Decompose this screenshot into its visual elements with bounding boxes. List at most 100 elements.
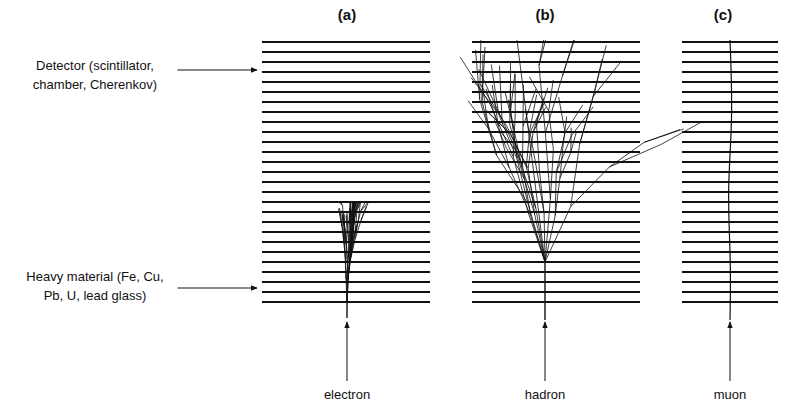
plate-line [262,91,430,93]
track-line [580,96,594,144]
plate-line [472,81,640,83]
plate-line [262,111,430,113]
track-line [562,40,574,76]
plate-line [262,221,430,223]
plate-line [472,291,640,293]
track-line [350,202,352,203]
track-line [562,40,573,76]
plate-line [472,41,640,43]
particle-label: hadron [525,386,565,405]
track-line [349,203,350,231]
track-line [352,202,353,212]
track-line [349,202,350,203]
track-line [482,85,488,129]
plate-line [682,111,778,113]
incoming-arrow [347,322,348,381]
plate-line [262,131,430,133]
track-line [559,97,565,133]
track-line [348,257,351,279]
track-line [522,127,523,165]
track-line [544,262,545,320]
plate-line [262,41,430,43]
track-line [480,40,481,100]
track-line [549,80,553,111]
plate-line [472,71,640,73]
plate-line [262,151,430,153]
plate-line [262,71,430,73]
panel-letter: (c) [714,4,732,26]
incoming-arrow [545,322,546,381]
track-line [528,212,545,262]
plate-line [682,181,778,183]
plate-line [682,231,778,233]
track-line [539,66,545,133]
plate-line [262,161,430,163]
track-line [511,111,517,159]
track-line [342,226,344,243]
track-line [507,126,527,167]
track-line [489,129,510,168]
track-line [545,216,555,262]
plate-line [262,231,430,233]
track-line [550,149,553,199]
plate-line [262,51,430,53]
track-line [528,204,545,262]
track-line [515,74,516,114]
track-line [563,117,566,144]
track-line [509,168,530,216]
leader-arrows [178,70,731,381]
muon-track [729,40,732,320]
plate-line [472,261,640,263]
plate-line [472,241,640,243]
plate-line [472,131,640,133]
track-line [580,88,596,144]
plate-line [682,91,778,93]
absorber-plates [262,42,778,302]
track-line [346,244,347,262]
plate-line [262,211,430,213]
particle-tracks [338,40,731,320]
track-line [346,245,348,262]
plate-line [262,261,430,263]
plate-line [682,171,778,173]
plate-line [472,271,640,273]
track-line [344,243,345,260]
plate-line [682,201,778,203]
plate-line [472,91,640,93]
track-line [539,170,544,213]
track-line [560,152,571,178]
plate-line [262,181,430,183]
plate-line [262,61,430,63]
plate-line [262,101,430,103]
track-line [499,66,502,120]
track-line [344,220,345,231]
plate-line [262,291,430,293]
track-line [350,231,352,256]
track-line [358,202,360,219]
plate-line [472,231,640,233]
track-line [361,203,368,221]
component-label: Detector (scintillator, chamber, Cherenk… [18,57,173,95]
track-line [545,199,550,262]
plate-line [262,301,430,303]
plate-line [262,251,430,253]
track-line [502,119,522,165]
track-line [345,259,346,279]
track-line [497,155,528,203]
track-line [565,105,583,133]
track-line [341,202,343,206]
track-line [510,62,511,111]
plate-line [262,81,430,83]
plate-line [472,51,640,53]
track-line [531,215,545,262]
track-line [344,243,346,259]
track-line [468,101,488,129]
track-line [352,212,354,232]
plate-line [682,221,778,223]
track-line [555,178,560,215]
plate-line [472,201,640,203]
track-line [530,95,537,131]
track-line [529,77,548,111]
plate-line [682,211,778,213]
incoming-arrow [730,322,731,381]
